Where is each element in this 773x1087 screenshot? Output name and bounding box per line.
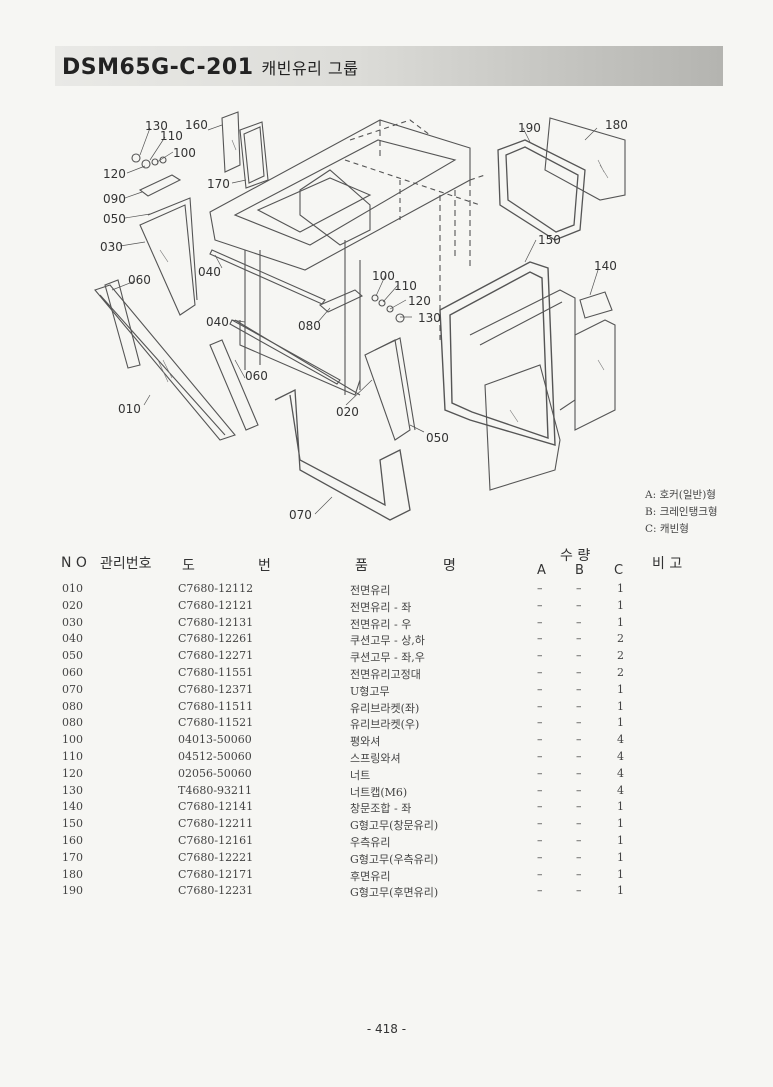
legend-c: C: 캐빈형 [645, 523, 689, 535]
callout-label: 170 [207, 177, 230, 191]
cabin-roof-inner [233, 139, 457, 246]
callout-label: 020 [336, 405, 359, 419]
part-140-door [484, 364, 561, 491]
page-title: DSM65G-C-201 캐빈유리 그룹 [62, 55, 358, 80]
legend-a: A: 호커(일반)형 [645, 489, 716, 501]
header-qty-c: C [614, 563, 624, 578]
callout-label: 070 [289, 508, 312, 522]
part-050-seal-left [147, 197, 198, 301]
callout-label: 050 [426, 431, 449, 445]
callout-label: 040 [198, 265, 221, 279]
roof-hatch [256, 177, 372, 233]
cabin-frame-lines [344, 119, 486, 220]
callout-label: 130 [418, 311, 441, 325]
part-040-cushion-upper [209, 249, 326, 305]
part-150-door-seal [439, 261, 556, 446]
part-030-glass [139, 204, 196, 316]
header-qty-a: A [537, 563, 546, 578]
model-code: DSM65G-C-201 [62, 55, 254, 80]
callout-label: 180 [605, 118, 628, 132]
header-remark: 비 고 [652, 556, 683, 572]
part-170-seal [239, 121, 269, 189]
callout-label: 100 [372, 269, 395, 283]
part-180-rear-glass [544, 117, 626, 201]
callout-label: 160 [185, 118, 208, 132]
part-160-right-glass [221, 111, 241, 173]
part-060-strip-right [209, 339, 259, 431]
callout-label: 190 [518, 121, 541, 135]
cabin-roof [209, 119, 471, 271]
part-040-cushion-lower [229, 319, 341, 385]
callout-label: 100 [173, 146, 196, 160]
cabin-pillar-left [234, 240, 361, 396]
part-060-strip-left [104, 279, 141, 369]
callout-label: 140 [594, 259, 617, 273]
callout-label: 150 [538, 233, 561, 247]
header-drawing-2: 번 [258, 558, 271, 574]
part-070-u-rubber [274, 388, 411, 521]
callout-label: 090 [103, 192, 126, 206]
part-050-seal-right [374, 337, 416, 431]
header-no: N O [61, 555, 87, 571]
part-090-bracket [138, 174, 182, 197]
header-qty-b: B [575, 563, 584, 578]
callout-label: 120 [408, 294, 431, 308]
header-qty: 수 량 [560, 548, 591, 564]
callout-label: 110 [394, 279, 417, 293]
part-080-bracket [318, 289, 364, 313]
cabin-frame-right [379, 120, 471, 340]
callout-label: 080 [298, 319, 321, 333]
callout-label: 120 [103, 167, 126, 181]
leader-lines [111, 124, 599, 515]
cabin-base [239, 320, 361, 396]
page-number: - 418 - [366, 1022, 407, 1036]
callout-label: 060 [245, 369, 268, 383]
callout-label: 060 [128, 273, 151, 287]
roof-vent [299, 169, 371, 246]
callout-labels: 130 110 100 120 090 050 030 060 010 160 … [100, 118, 628, 522]
part-190-rear-seal [497, 139, 586, 241]
header-drawing: 도 [182, 558, 195, 574]
part-010-front-glass [94, 284, 236, 441]
callout-label: 030 [100, 240, 123, 254]
callout-label: 010 [118, 402, 141, 416]
exploded-parts-diagram: 130 110 100 120 090 050 030 060 010 160 … [94, 111, 628, 522]
callout-label: 130 [145, 119, 168, 133]
header-band [55, 46, 723, 86]
glass-hatching [157, 139, 609, 423]
group-title: 캐빈유리 그룹 [261, 59, 359, 78]
legend-b: B: 크레인탱크형 [645, 506, 718, 518]
callout-label: 040 [206, 315, 229, 329]
header-mgmt-number: 관리번호 [100, 556, 152, 572]
part-110-spring-washer [151, 158, 159, 166]
header-name: 품 [355, 558, 368, 574]
part-120-nut [141, 159, 151, 169]
header-name-2: 명 [443, 558, 456, 574]
callout-label: 110 [160, 129, 183, 143]
callout-label: 050 [103, 212, 126, 226]
part-130-nut-cap [131, 153, 141, 163]
